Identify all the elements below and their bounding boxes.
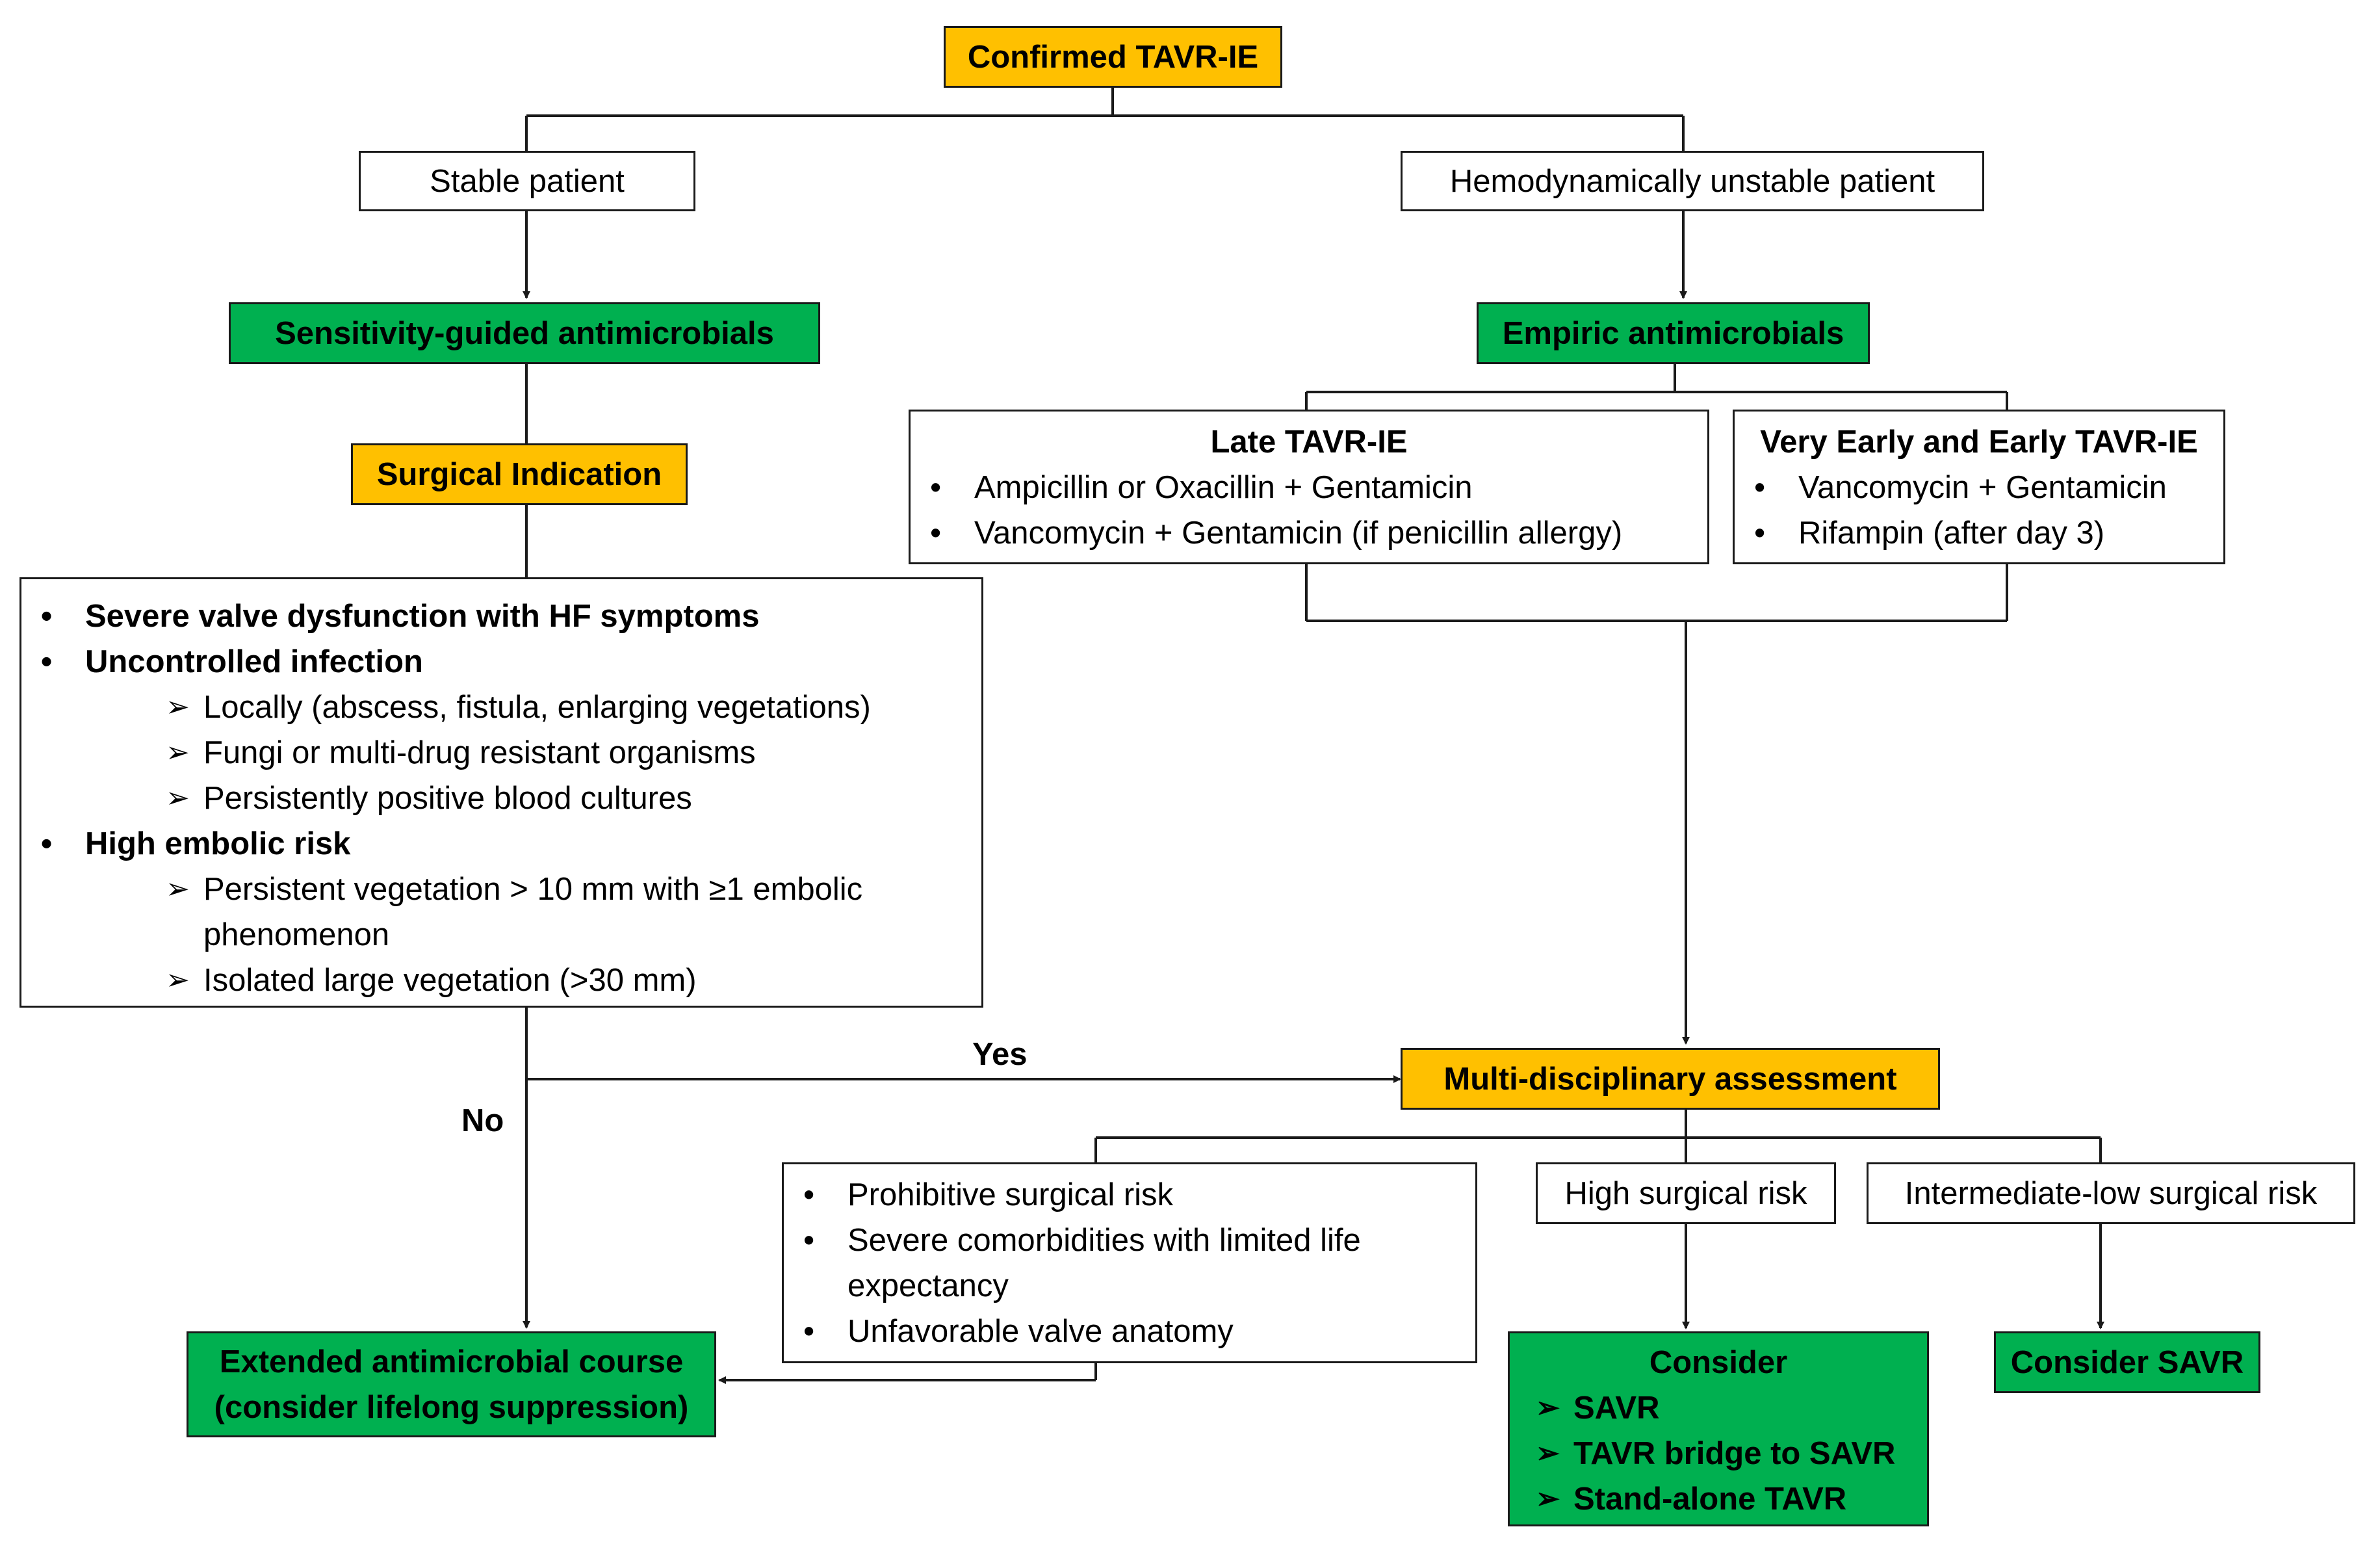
indication-embolic: High embolic risk <box>21 821 981 867</box>
list-item: Severe comorbidities with limited life e… <box>784 1218 1419 1309</box>
extended-antimicrobial-box: Extended antimicrobial course (consider … <box>187 1331 716 1437</box>
multi-disciplinary-box: Multi-disciplinary assessment <box>1401 1048 1940 1110</box>
no-label: No <box>461 1103 504 1138</box>
list-item: Unfavorable valve anatomy <box>784 1309 1475 1354</box>
consider-savr-box: Consider SAVR <box>1994 1331 2260 1393</box>
consider-title: Consider <box>1649 1345 1788 1380</box>
stable-patient-box: Stable patient <box>359 151 695 211</box>
high-surgical-risk-label: High surgical risk <box>1564 1175 1807 1211</box>
indication-uncontrolled: Uncontrolled infection <box>21 639 981 685</box>
indications-list: Severe valve dysfunction with HF symptom… <box>21 594 981 1003</box>
late-tavr-ie-box: Late TAVR-IE Ampicillin or Oxacillin + G… <box>909 410 1709 564</box>
list-item: Fungi or multi-drug resistant organisms <box>21 730 981 776</box>
yes-label: Yes <box>972 1037 1028 1072</box>
list-item: Persistent vegetation > 10 mm with ≥1 em… <box>21 867 951 958</box>
list-item: Vancomycin + Gentamicin (if penicillin a… <box>911 510 1707 556</box>
consider-options-box: Consider SAVR TAVR bridge to SAVR Stand-… <box>1508 1331 1929 1526</box>
extended-antimicrobial-line1: Extended antimicrobial course <box>219 1344 684 1379</box>
early-tavr-ie-title: Very Early and Early TAVR-IE <box>1760 425 2198 460</box>
early-tavr-ie-box: Very Early and Early TAVR-IE Vancomycin … <box>1733 410 2225 564</box>
list-item: Persistently positive blood cultures <box>21 776 981 821</box>
intermediate-low-risk-box: Intermediate-low surgical risk <box>1867 1162 2355 1224</box>
confirmed-tavr-ie-box: Confirmed TAVR-IE <box>944 26 1282 88</box>
prohibitive-risk-list: Prohibitive surgical risk Severe comorbi… <box>784 1172 1475 1354</box>
intermediate-low-risk-label: Intermediate-low surgical risk <box>1904 1175 2318 1211</box>
list-item: Ampicillin or Oxacillin + Gentamicin <box>911 465 1707 510</box>
list-item: Locally (abscess, fistula, enlarging veg… <box>21 685 981 730</box>
confirmed-tavr-ie-label: Confirmed TAVR-IE <box>967 39 1259 75</box>
multi-disciplinary-label: Multi-disciplinary assessment <box>1443 1061 1897 1097</box>
empiric-antimicrobials-label: Empiric antimicrobials <box>1502 315 1844 351</box>
sensitivity-guided-box: Sensitivity-guided antimicrobials <box>229 302 820 364</box>
list-item: Prohibitive surgical risk <box>784 1172 1475 1218</box>
list-item: Rifampin (after day 3) <box>1735 510 2223 556</box>
prohibitive-risk-box: Prohibitive surgical risk Severe comorbi… <box>782 1162 1477 1363</box>
stable-patient-label: Stable patient <box>430 163 625 199</box>
surgical-indications-list-box: Severe valve dysfunction with HF symptom… <box>19 577 983 1008</box>
extended-antimicrobial-line2: (consider lifelong suppression) <box>214 1389 689 1425</box>
surgical-indication-box: Surgical Indication <box>351 443 688 505</box>
surgical-indication-label: Surgical Indication <box>376 456 662 492</box>
unstable-patient-label: Hemodynamically unstable patient <box>1449 163 1935 199</box>
late-tavr-ie-list: Ampicillin or Oxacillin + Gentamicin Van… <box>911 465 1707 556</box>
list-item: Isolated large vegetation (>30 mm) <box>21 958 981 1003</box>
high-surgical-risk-box: High surgical risk <box>1536 1162 1836 1224</box>
early-tavr-ie-list: Vancomycin + Gentamicin Rifampin (after … <box>1735 465 2223 556</box>
consider-options-list: SAVR TAVR bridge to SAVR Stand-alone TAV… <box>1510 1385 1927 1522</box>
list-item: Stand-alone TAVR <box>1510 1476 1927 1522</box>
unstable-patient-box: Hemodynamically unstable patient <box>1401 151 1984 211</box>
late-tavr-ie-title: Late TAVR-IE <box>1210 425 1408 460</box>
sensitivity-guided-label: Sensitivity-guided antimicrobials <box>275 315 774 351</box>
consider-savr-label: Consider SAVR <box>2010 1344 2244 1380</box>
indication-severe: Severe valve dysfunction with HF symptom… <box>21 594 981 639</box>
list-item: Vancomycin + Gentamicin <box>1735 465 2223 510</box>
empiric-antimicrobials-box: Empiric antimicrobials <box>1477 302 1870 364</box>
list-item: TAVR bridge to SAVR <box>1510 1431 1927 1476</box>
list-item: SAVR <box>1510 1385 1927 1431</box>
